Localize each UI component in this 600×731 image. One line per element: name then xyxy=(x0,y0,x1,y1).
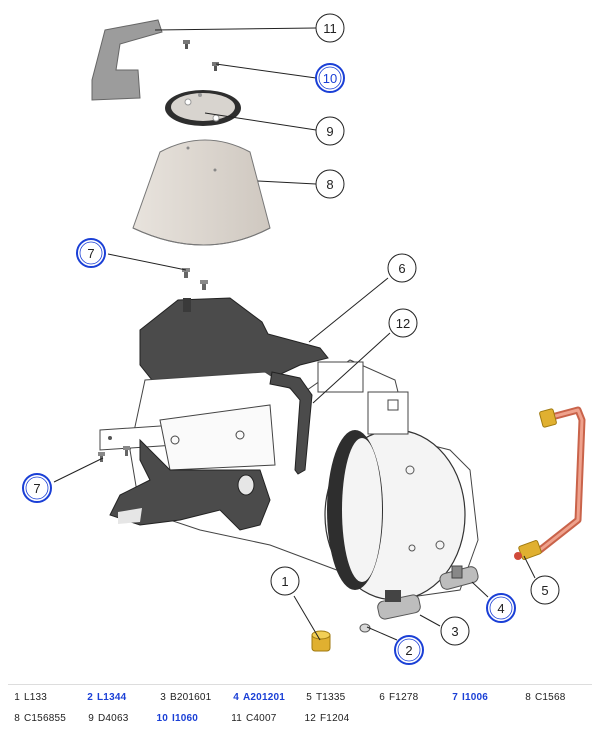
valve-part-4[interactable] xyxy=(439,565,480,590)
svg-text:10: 10 xyxy=(323,71,337,86)
callout-7-top[interactable]: 7 xyxy=(76,238,106,268)
callout-12: 12 xyxy=(388,308,418,338)
svg-text:1: 1 xyxy=(281,574,288,589)
fitting-part-1[interactable] xyxy=(311,630,331,652)
callout-5: 5 xyxy=(530,575,560,605)
callout-11: 11 xyxy=(315,13,345,43)
svg-text:2: 2 xyxy=(405,643,412,658)
svg-text:8: 8 xyxy=(326,177,333,192)
exploded-parts-diagram: 11 10 9 8 7 6 12 7 1 5 4 xyxy=(22,13,586,665)
svg-text:5: 5 xyxy=(541,583,548,598)
svg-text:12: 12 xyxy=(396,316,410,331)
svg-text:9: 9 xyxy=(326,124,333,139)
svg-text:7: 7 xyxy=(33,481,40,496)
callout-8: 8 xyxy=(315,169,345,199)
valve-part-3[interactable] xyxy=(377,590,422,620)
svg-text:7: 7 xyxy=(87,246,94,261)
callout-10[interactable]: 10 xyxy=(315,63,345,93)
gasket-part-9[interactable] xyxy=(165,90,241,126)
screw-top xyxy=(183,40,219,71)
svg-text:3: 3 xyxy=(451,624,458,639)
base-bracket xyxy=(109,438,271,531)
leader-lines xyxy=(53,27,536,641)
cover-part-8[interactable] xyxy=(132,139,271,246)
svg-text:11: 11 xyxy=(323,21,337,36)
callout-1: 1 xyxy=(270,566,300,596)
callout-6: 6 xyxy=(387,253,417,283)
callout-9: 9 xyxy=(315,116,345,146)
callout-2[interactable]: 2 xyxy=(394,635,424,665)
bracket-part-11[interactable] xyxy=(91,19,163,101)
gasket-strip-part-12[interactable] xyxy=(269,371,313,475)
svg-text:6: 6 xyxy=(398,261,405,276)
pipe-fitting-top xyxy=(539,408,557,428)
pipe-part-5[interactable] xyxy=(514,406,586,560)
screws-part-7-top xyxy=(182,268,208,290)
callout-3: 3 xyxy=(440,616,470,646)
pipe-fitting-bottom xyxy=(514,540,542,560)
callout-4[interactable]: 4 xyxy=(486,593,516,623)
callout-7-left[interactable]: 7 xyxy=(22,473,52,503)
svg-text:4: 4 xyxy=(497,601,504,616)
motor-body xyxy=(99,359,479,601)
